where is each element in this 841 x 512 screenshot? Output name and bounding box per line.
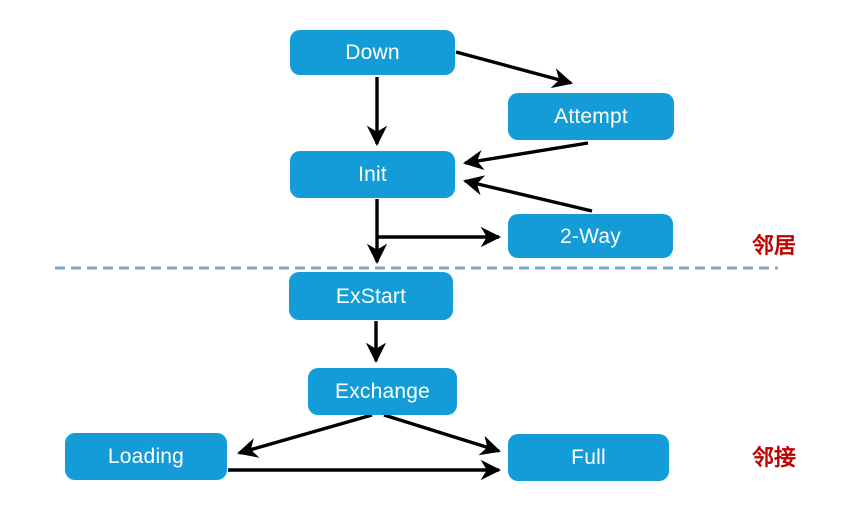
node-exchange: Exchange: [308, 368, 457, 415]
edge-exchange-full: [383, 413, 501, 456]
edge-2way-init: [463, 175, 593, 213]
node-init: Init: [290, 151, 455, 198]
node-down: Down: [290, 30, 455, 75]
node-exstart: ExStart: [289, 272, 453, 320]
node-loading: Loading: [65, 433, 227, 480]
node-2way: 2-Way: [508, 214, 673, 258]
edge-down-attempt: [455, 50, 573, 89]
node-full: Full: [508, 434, 669, 481]
region-label-adjacency: 邻接: [752, 445, 797, 470]
region-label-neighbor: 邻居: [752, 233, 797, 258]
edge-attempt-init: [462, 141, 589, 171]
node-attempt: Attempt: [508, 93, 674, 140]
edge-exchange-loading: [237, 413, 373, 458]
